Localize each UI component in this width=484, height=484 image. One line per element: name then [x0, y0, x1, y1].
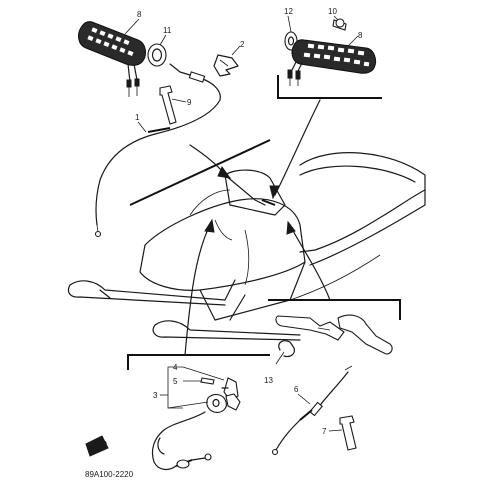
callout-2: 2: [240, 40, 245, 49]
callout-6: 6: [294, 385, 299, 394]
callout-12: 12: [284, 7, 293, 16]
frame-bracket-bottom-right: [268, 299, 401, 320]
callout-7: 7: [322, 427, 327, 436]
frame-bracket-top-right: [277, 75, 382, 99]
throttle-cable-upper: [169, 63, 221, 101]
switch-assembly: [151, 366, 241, 471]
callout-11: 11: [163, 26, 172, 35]
section-frames: [127, 75, 401, 370]
callout-9: 9: [187, 98, 192, 107]
switch-cable: [151, 411, 206, 471]
callout-5: 5: [173, 377, 178, 386]
snowmobile-illustration: [67, 152, 426, 341]
right-grip-assembly: [284, 18, 377, 86]
cable-clip: [278, 340, 295, 358]
fwd-arrow-icon: FWD: [85, 435, 109, 457]
pin: [200, 377, 215, 385]
diagram-code: 89A100-2220: [85, 470, 134, 479]
handlebar-grip-left: [78, 21, 146, 66]
throttle-grip-assembly: [78, 21, 239, 238]
frame-bracket-bottom-left: [127, 354, 270, 370]
callout-4: 4: [173, 363, 178, 372]
brake-lever: [337, 314, 393, 355]
brake-cable: [275, 419, 301, 451]
callout-1: 1: [135, 113, 140, 122]
adjuster-bolt: [339, 415, 357, 451]
switch-body: [206, 393, 227, 413]
callout-13: 13: [264, 376, 273, 385]
throttle-cable: [95, 99, 221, 226]
callout-10: 10: [328, 7, 337, 16]
cable-holder: [213, 54, 239, 77]
grip-collar: [147, 43, 167, 67]
brake-lever-holder: [275, 315, 345, 341]
callout-8-right: 8: [358, 31, 363, 40]
brake-lever-assembly: [271, 314, 393, 456]
brake-cable-upper: [317, 371, 349, 409]
callouts: 8 11 2 9 1 12 10 8 4 5 3 13 6 7: [124, 7, 363, 436]
frame-line-top-left: [129, 139, 271, 206]
throttle-clip: [159, 85, 177, 125]
callout-8-left: 8: [137, 10, 142, 19]
callout-3: 3: [153, 391, 158, 400]
